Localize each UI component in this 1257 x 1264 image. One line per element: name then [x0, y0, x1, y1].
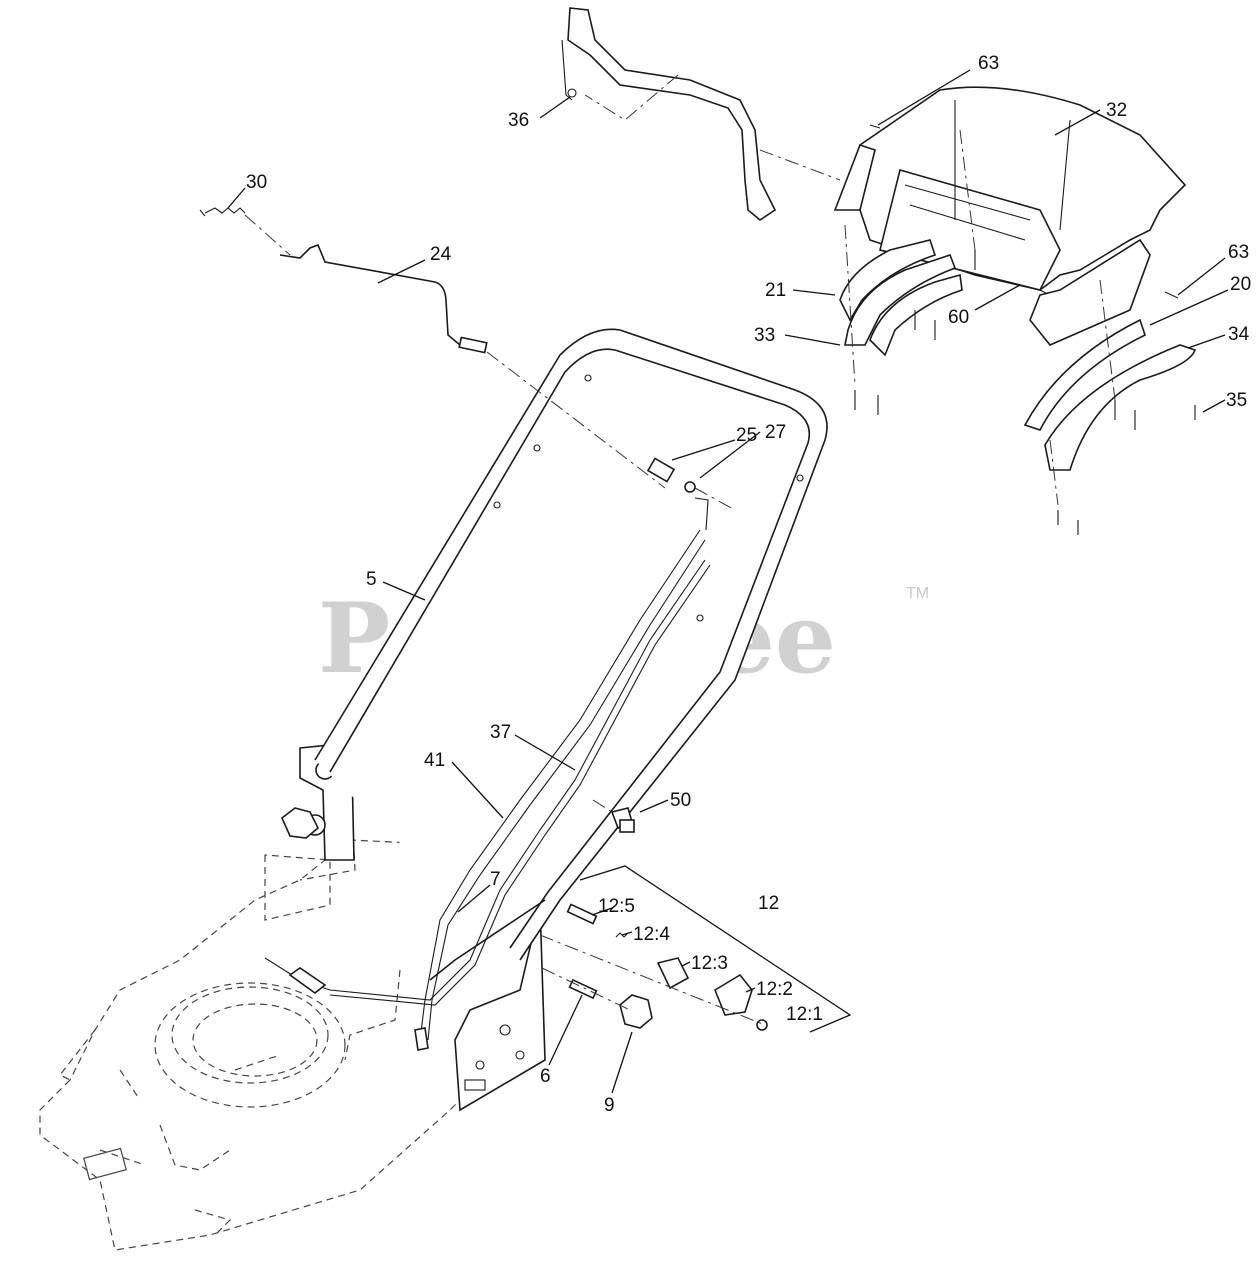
- callout-5: 5: [366, 569, 377, 590]
- part-50-fastener: [592, 799, 635, 833]
- callout-32: 32: [1106, 100, 1127, 121]
- screws: [844, 124, 1196, 535]
- callout-24: 24: [430, 244, 452, 265]
- callout-12-1: 12:1: [786, 1004, 823, 1025]
- callout-12-5: 12:5: [598, 896, 635, 917]
- callout-6: 6: [540, 1066, 551, 1087]
- main-handle: [314, 328, 828, 981]
- callout-25: 25: [736, 425, 757, 446]
- console: [833, 86, 1187, 346]
- callout-33: 33: [754, 325, 775, 346]
- callout-leaders: [227, 69, 1229, 1094]
- left-side-rails: [839, 239, 963, 357]
- callout-60: 60: [948, 307, 969, 328]
- callout-12-3: 12:3: [691, 953, 728, 974]
- height-adjust-assembly: [539, 903, 768, 1031]
- callout-37: 37: [490, 722, 511, 743]
- right-side-rails: [1023, 318, 1197, 471]
- callout-7: 7: [490, 869, 501, 890]
- upper-grip: [561, 7, 841, 221]
- callout-9: 9: [604, 1095, 615, 1116]
- callout-30: 30: [246, 172, 267, 193]
- callout-27: 27: [765, 422, 786, 443]
- control-bar: [279, 243, 666, 489]
- callout-12: 12: [758, 893, 779, 914]
- callout-35: 35: [1226, 390, 1247, 411]
- spring: [199, 207, 291, 256]
- cable-anchor: [646, 457, 736, 511]
- callout-12-4: 12:4: [633, 924, 670, 945]
- callout-20: 20: [1230, 274, 1251, 295]
- assembly-12-bracket: [579, 865, 852, 1033]
- callout-34: 34: [1228, 324, 1250, 345]
- callout-50: 50: [670, 790, 691, 811]
- callout-41: 41: [424, 750, 445, 771]
- callout-36: 36: [508, 110, 529, 131]
- callout-63-top: 63: [978, 53, 999, 74]
- control-cables: [264, 497, 711, 1051]
- callout-labels: 63 32 36 30 24 63 20 21 60 33 34 35 25 2…: [246, 53, 1251, 1116]
- watermark-trademark: TM: [906, 585, 929, 602]
- callout-63-right: 63: [1228, 242, 1249, 263]
- callout-12-2: 12:2: [756, 979, 793, 1000]
- callout-21: 21: [765, 280, 786, 301]
